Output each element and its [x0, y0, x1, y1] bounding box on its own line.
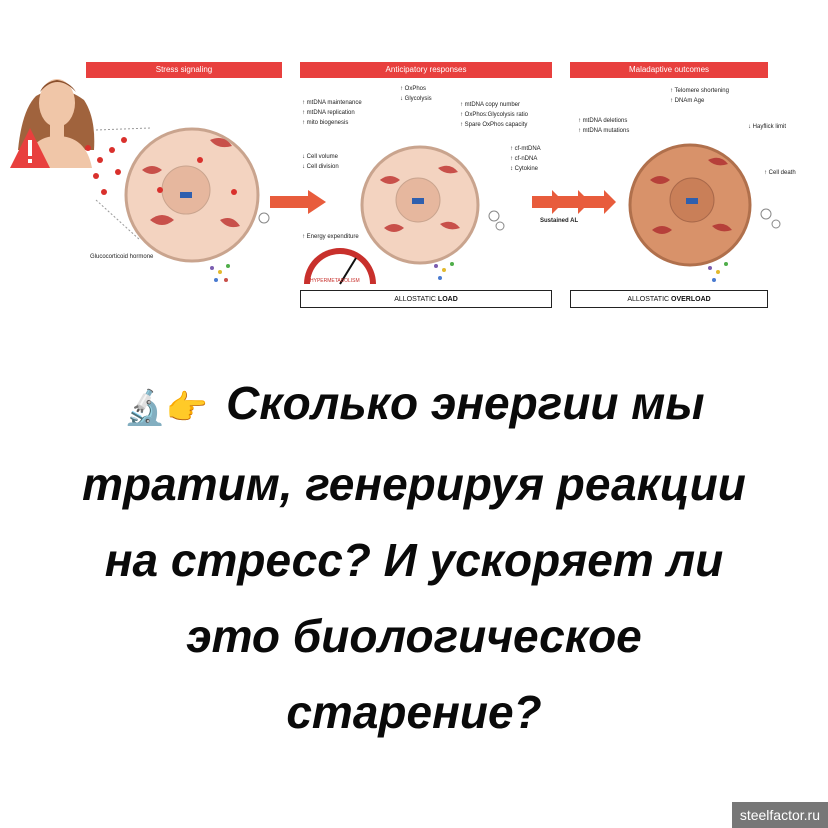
cytokine-dots-3	[708, 262, 728, 282]
warning-icon	[10, 128, 50, 168]
sustained-arrows	[532, 190, 616, 214]
svg-text:↑ mtDNA replication: ↑ mtDNA replication	[302, 110, 355, 116]
panel2-left-labels: ↑ mtDNA maintenance ↑ mtDNA replication …	[302, 100, 362, 240]
cell-anticipatory	[360, 145, 480, 265]
allostatic-overload-box: ALLOSTATIC OVERLOAD	[570, 290, 768, 308]
svg-text:↑ mito biogenesis: ↑ mito biogenesis	[302, 120, 348, 126]
panel3-left-labels: ↑ mtDNA deletions ↑ mtDNA mutations	[578, 118, 629, 134]
microscope-pointing-hand-icon: 🔬👉	[123, 389, 209, 427]
headline-line-1: Сколько энергии мы	[226, 377, 705, 429]
svg-text:↓ Cell volume: ↓ Cell volume	[302, 154, 339, 160]
svg-text:↕ Cytokine: ↕ Cytokine	[510, 166, 539, 172]
panel2-right-labels: ↑ mtDNA copy number ↑ OxPhos:Glycolysis …	[460, 102, 541, 172]
header-maladaptive-outcomes: Maladaptive outcomes	[570, 62, 768, 78]
glucocorticoid-label: Glucocorticoid hormone	[90, 254, 154, 260]
panel3-top-labels: ↑ Telomere shortening ↑ DNAm Age	[670, 88, 729, 104]
cell-maladaptive	[628, 143, 752, 267]
headline: 🔬👉 Сколько энергии мы тратим, генерируя р…	[0, 365, 828, 750]
hypermetabolism-gauge: HYPERMETABOLISM	[304, 248, 376, 285]
svg-text:↑ DNAm Age: ↑ DNAm Age	[670, 98, 705, 104]
svg-text:↑ mtDNA copy number: ↑ mtDNA copy number	[460, 102, 520, 108]
sustained-label: Sustained AL	[540, 218, 578, 224]
svg-text:↑ mtDNA deletions: ↑ mtDNA deletions	[578, 118, 627, 124]
svg-text:↑ cf-mtDNA: ↑ cf-mtDNA	[510, 146, 541, 152]
cytokine-dots-1	[210, 264, 230, 282]
svg-text:↑ Telomere shortening: ↑ Telomere shortening	[670, 88, 729, 94]
svg-text:↑ mtDNA mutations: ↑ mtDNA mutations	[578, 128, 629, 134]
cytokine-dots-2	[434, 262, 454, 280]
svg-text:↑ OxPhos:Glycolysis ratio: ↑ OxPhos:Glycolysis ratio	[460, 112, 529, 118]
svg-text:↑ Cell death: ↑ Cell death	[764, 170, 796, 176]
svg-text:↓ Cell division: ↓ Cell division	[302, 164, 339, 170]
headline-line-3: на стресс? И ускоряет ли	[104, 534, 724, 586]
cell-stress	[124, 127, 260, 263]
svg-text:↑ OxPhos: ↑ OxPhos	[400, 86, 426, 92]
watermark: steelfactor.ru	[731, 802, 828, 828]
scientific-figure: Stress signaling Anticipatory responses …	[0, 0, 828, 330]
svg-text:↓ Hayflick limit: ↓ Hayflick limit	[748, 124, 786, 130]
svg-text:↑ mtDNA maintenance: ↑ mtDNA maintenance	[302, 100, 362, 106]
panel2-top-labels: ↑ OxPhos ↓ Glycolysis	[400, 86, 432, 102]
headline-line-5: старение?	[286, 686, 542, 738]
panel3-right-labels: ↓ Hayflick limit ↑ Cell death	[748, 124, 796, 176]
headline-line-2: тратим, генерируя реакции	[82, 458, 746, 510]
transition-arrow	[270, 190, 326, 214]
figure-drawing: Glucocorticoid hormone ↑ mtDNA maintenan…	[10, 79, 796, 285]
svg-text:↑ Energy expenditure: ↑ Energy expenditure	[302, 234, 359, 240]
svg-text:↓ Glycolysis: ↓ Glycolysis	[400, 96, 432, 102]
header-stress-signaling: Stress signaling	[86, 62, 282, 78]
header-anticipatory-responses: Anticipatory responses	[300, 62, 552, 78]
allostatic-load-box: ALLOSTATIC LOAD	[300, 290, 552, 308]
headline-line-4: это биологическое	[186, 610, 642, 662]
svg-text:↑ Spare OxPhos capacity: ↑ Spare OxPhos capacity	[460, 122, 527, 128]
svg-text:HYPERMETABOLISM: HYPERMETABOLISM	[310, 278, 360, 284]
svg-text:↑ cf-nDNA: ↑ cf-nDNA	[510, 156, 537, 162]
